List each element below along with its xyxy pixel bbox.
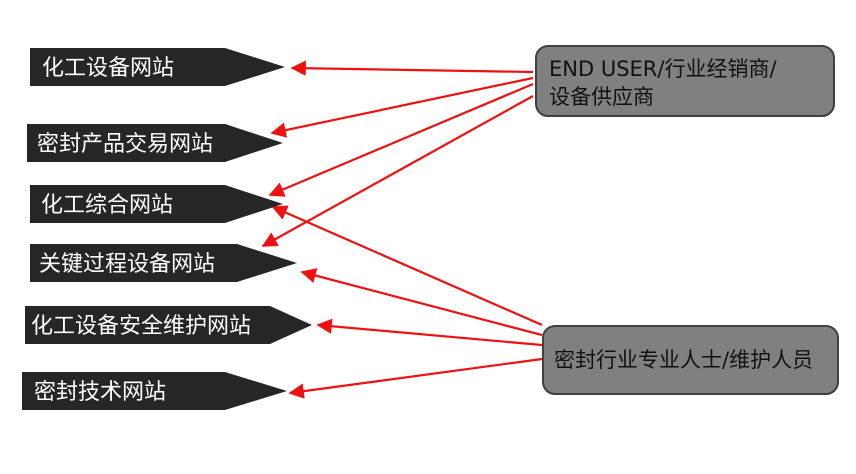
site-tag: 密封技术网站	[22, 372, 287, 410]
site-tag-label: 化工设备网站	[42, 56, 174, 81]
audience-box-line: END USER/行业经销商/	[549, 57, 777, 81]
arrows	[261, 60, 543, 399]
arrow-connector	[290, 60, 534, 76]
arrow-connector	[268, 82, 534, 197]
site-tag-shape	[25, 306, 312, 344]
audience-box-line: 设备供应商	[549, 85, 654, 109]
arrow-connector	[270, 76, 534, 138]
site-tag-label: 关键过程设备网站	[39, 252, 215, 277]
site-tag-shape	[30, 48, 285, 86]
site-tag-shape	[30, 185, 283, 223]
site-tag-label: 密封产品交易网站	[37, 132, 213, 157]
site-tag-label: 密封技术网站	[34, 380, 166, 405]
audience-box-professionals: 密封行业专业人士/维护人员	[542, 325, 839, 395]
arrow-connector	[316, 318, 543, 347]
audience-box-line: 密封行业专业人士/维护人员	[554, 348, 813, 372]
site-tag: 化工设备网站	[30, 48, 285, 86]
site-tag-shape	[27, 124, 283, 162]
arrow-connector	[288, 357, 543, 399]
site-tag: 化工设备安全维护网站	[25, 306, 312, 344]
arrow-connector	[271, 205, 543, 327]
site-tag-shape	[22, 372, 287, 410]
site-tag-label: 化工综合网站	[41, 193, 173, 218]
arrow-connector	[300, 268, 543, 337]
site-tag: 化工综合网站	[30, 185, 283, 223]
site-tag-label: 化工设备安全维护网站	[31, 314, 251, 339]
audience-box-end-user: END USER/行业经销商/ 设备供应商	[535, 45, 835, 117]
audience-box-shape	[542, 325, 839, 395]
site-tag: 关键过程设备网站	[30, 244, 297, 282]
site-tag-shape	[30, 244, 297, 282]
site-tag: 密封产品交易网站	[27, 124, 283, 162]
audience-box-shape	[535, 45, 835, 117]
arrow-connector	[261, 95, 534, 247]
